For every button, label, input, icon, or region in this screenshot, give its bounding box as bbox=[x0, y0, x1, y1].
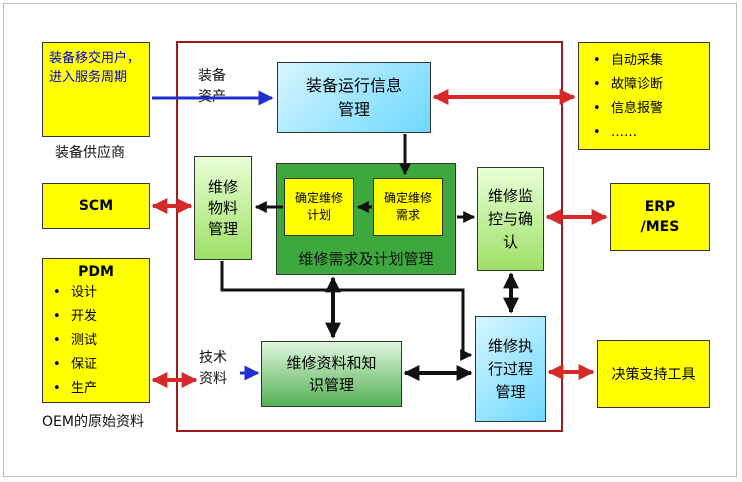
set-demand-module: 确定维修需求 bbox=[373, 178, 443, 236]
plan-mgmt-label: 维修需求及计划管理 bbox=[298, 250, 434, 268]
function-item: 自动采集 bbox=[593, 49, 695, 73]
pdm-item: 测试 bbox=[53, 329, 139, 353]
decision-support-box: 决策支持工具 bbox=[597, 340, 710, 408]
execution-label: 维修执行过程管理 bbox=[487, 336, 533, 401]
monitor-module: 维修监控与确认 bbox=[477, 167, 544, 271]
decision-support-label: 决策支持工具 bbox=[611, 367, 696, 383]
pdm-item: 设计 bbox=[53, 281, 139, 305]
monitoring-functions-list: 自动采集 故障诊断 信息报警 …… bbox=[593, 49, 695, 145]
function-item: …… bbox=[593, 121, 695, 145]
monitor-label: 维修监控与确认 bbox=[487, 186, 533, 251]
execution-module: 维修执行过程管理 bbox=[475, 316, 546, 422]
pdm-item: 开发 bbox=[53, 305, 139, 329]
pdm-item: 保证 bbox=[53, 353, 139, 377]
tech-data-label: 技术资料 bbox=[199, 350, 227, 387]
erp-mes-label: ERP /MES bbox=[640, 199, 680, 235]
pdm-items: 设计 开发 测试 保证 生产 bbox=[53, 281, 139, 401]
set-plan-label: 确定维修计划 bbox=[294, 191, 343, 222]
materials-to-execution-connector bbox=[220, 261, 473, 361]
maintenance-system-boundary bbox=[176, 41, 563, 432]
supplier-box-text: 装备移交用户，进入服务周期 bbox=[49, 51, 141, 85]
knowledge-label: 维修资料和知识管理 bbox=[286, 354, 377, 394]
erp-mes-box: ERP /MES bbox=[610, 183, 710, 251]
function-item: 故障诊断 bbox=[593, 73, 695, 97]
knowledge-module: 维修资料和知识管理 bbox=[261, 341, 402, 407]
supplier-box: 装备移交用户，进入服务周期 bbox=[42, 42, 150, 137]
scm-label: SCM bbox=[78, 198, 114, 214]
run-info-label: 装备运行信息管理 bbox=[305, 75, 402, 119]
set-demand-label: 确定维修需求 bbox=[383, 191, 432, 222]
scm-box: SCM bbox=[42, 183, 150, 229]
materials-module: 维修物料管理 bbox=[194, 156, 252, 260]
function-item: 信息报警 bbox=[593, 97, 695, 121]
supplier-caption: 装备供应商 bbox=[55, 145, 125, 161]
pdm-title: PDM bbox=[78, 264, 114, 280]
set-plan-module: 确定维修计划 bbox=[284, 178, 354, 236]
pdm-box: PDM 设计 开发 测试 保证 生产 bbox=[42, 258, 150, 403]
pdm-caption: OEM的原始资料 bbox=[42, 414, 144, 430]
monitoring-functions-box: 自动采集 故障诊断 信息报警 …… bbox=[578, 42, 710, 150]
materials-label: 维修物料管理 bbox=[207, 177, 238, 238]
run-info-module: 装备运行信息管理 bbox=[277, 62, 431, 133]
pdm-item: 生产 bbox=[53, 377, 139, 401]
